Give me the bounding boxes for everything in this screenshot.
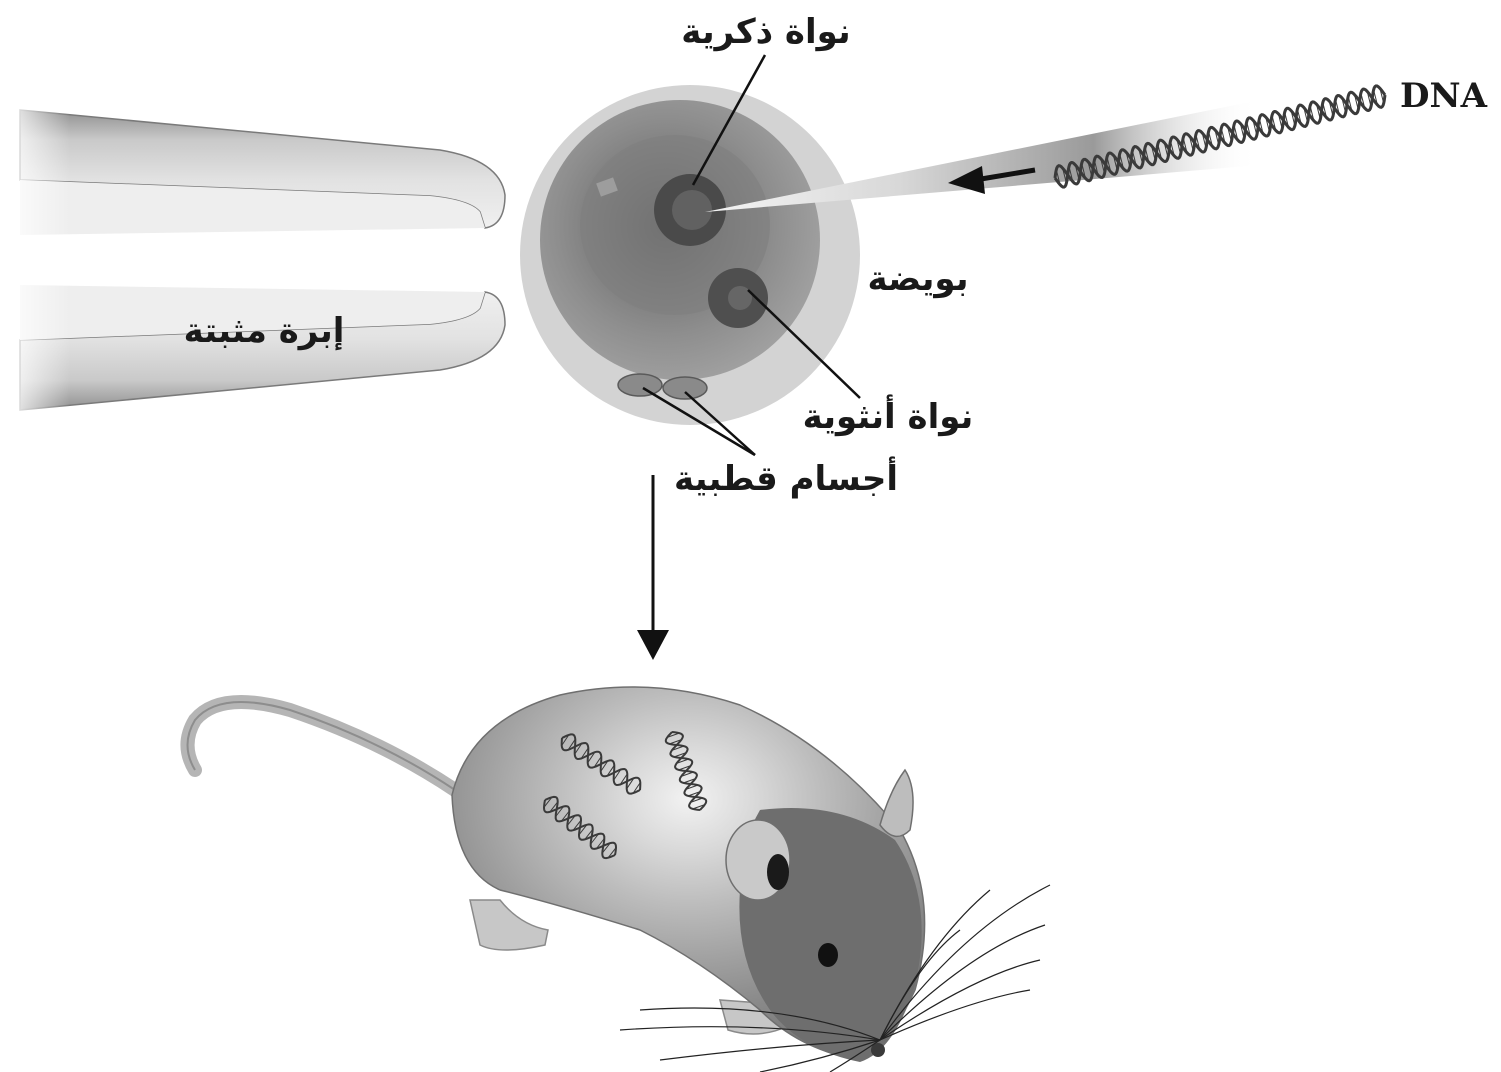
mouse-back-foot	[470, 900, 548, 950]
transgenic-mouse	[188, 687, 1051, 1072]
polar-body-2	[663, 377, 707, 399]
mouse-ear-spot	[767, 854, 789, 890]
mouse-tail	[188, 702, 456, 790]
mouse-eye	[818, 943, 838, 967]
label-female-nucleus: نواة أنثوية	[803, 394, 974, 437]
egg-cell	[520, 85, 860, 425]
label-dna: DNA	[1400, 76, 1488, 116]
mouse-back-ear	[880, 770, 913, 836]
male-pronucleus-inner	[672, 190, 712, 230]
label-holding-needle: إبرة مثبتة	[184, 311, 345, 351]
label-polar-bodies: أجسام قطبية	[674, 456, 898, 499]
transition-arrow	[637, 475, 669, 660]
label-egg: بويضة	[868, 259, 969, 299]
label-male-nucleus: نواة ذكرية	[681, 12, 850, 52]
holding-pipette	[0, 100, 505, 420]
pipette-fade	[0, 100, 70, 420]
polar-body-1	[618, 374, 662, 396]
